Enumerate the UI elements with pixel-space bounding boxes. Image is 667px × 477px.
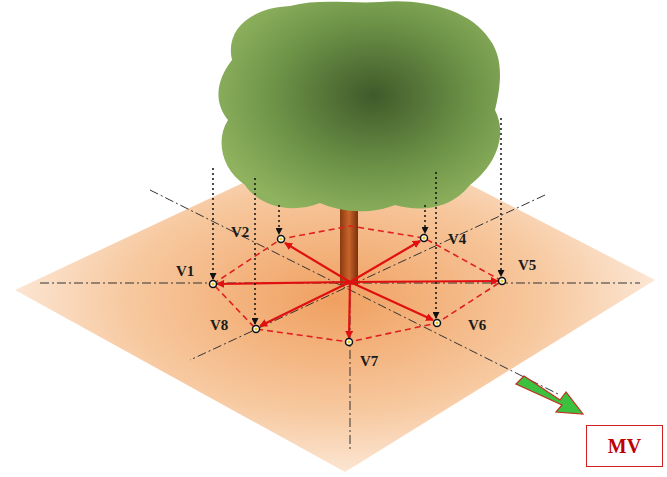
projection-lines (213, 118, 501, 324)
canopy-projection-outline (213, 226, 502, 342)
vertex-label: V5 (518, 258, 536, 273)
vertex-label: V2 (231, 225, 249, 240)
vertex-dots (210, 235, 506, 346)
vertex-label: V6 (468, 318, 486, 333)
vertex-label: V1 (176, 264, 194, 279)
axis-lines (40, 180, 640, 450)
vertex-dot-centres (211, 236, 503, 343)
vertex-label: V7 (360, 354, 378, 369)
direction-arrow (516, 376, 583, 414)
radius-arrows (217, 241, 498, 338)
vertex-label: V8 (210, 318, 228, 333)
tree-canopy (218, 1, 500, 211)
direction-box: MV (586, 425, 663, 467)
vertex-label: V4 (448, 232, 466, 247)
direction-label: MV (608, 435, 641, 458)
